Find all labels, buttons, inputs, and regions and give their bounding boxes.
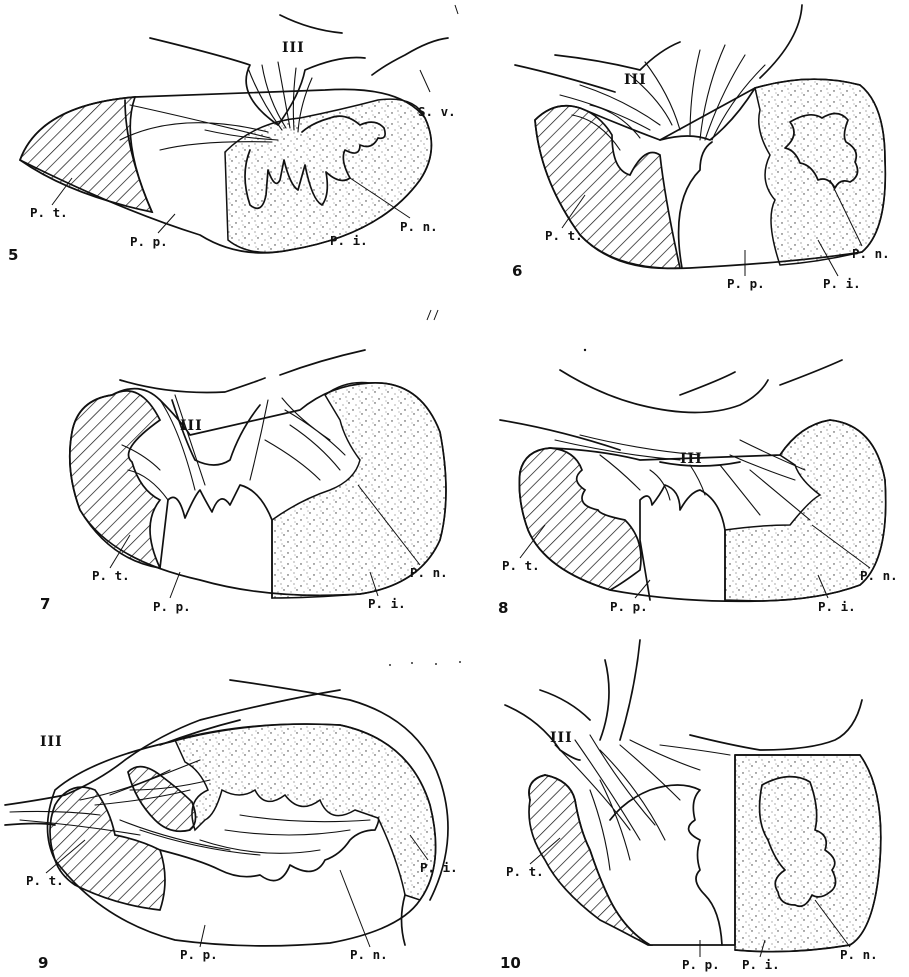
label-pi: P. i. <box>420 860 458 875</box>
label-pt: P. t. <box>26 873 64 888</box>
figure-number: 5 <box>8 246 18 264</box>
figure-9: III P. t. P. p. P. n. P. i. 9 <box>5 680 458 972</box>
pars-intermedia-region <box>755 79 885 265</box>
third-ventricle-wall <box>515 5 802 92</box>
label-pp: P. p. <box>180 947 218 962</box>
figure-number: 7 <box>40 595 50 613</box>
figure-6: III P. t. P. p. P. i. P. n. 6 <box>512 5 890 291</box>
label-pp: P. p. <box>610 599 648 614</box>
label-pn: P. n. <box>840 947 878 962</box>
label-pi: P. i. <box>368 596 406 611</box>
pars-tuberalis-region-upper <box>128 767 196 832</box>
figure-5: III S. v. P. t. P. p. P. i. P. n. 5 <box>8 15 456 264</box>
label-iii: III <box>624 72 647 88</box>
label-pp: P. p. <box>727 276 765 291</box>
figure-10: III P. t. P. p. P. i. P. n. 10 <box>500 640 881 972</box>
label-pn: P. n. <box>860 568 898 583</box>
label-pt: P. t. <box>502 558 540 573</box>
label-pn: P. n. <box>400 219 438 234</box>
label-iii: III <box>550 730 573 746</box>
label-pn: P. n. <box>852 246 890 261</box>
label-pp: P. p. <box>130 234 168 249</box>
pars-tuberalis-region <box>529 775 650 945</box>
label-pn: P. n. <box>350 947 388 962</box>
label-pp: P. p. <box>153 599 191 614</box>
label-pi: P. i. <box>823 276 861 291</box>
label-pt: P. t. <box>30 205 68 220</box>
third-ventricle-wall <box>120 350 365 465</box>
label-pp: P. p. <box>682 957 720 972</box>
label-pi: P. i. <box>330 233 368 248</box>
figure-8: III P. t. P. p. P. i. P. n. 8 <box>498 360 898 617</box>
label-iii: III <box>40 734 63 750</box>
pars-tuberalis-region <box>535 106 680 269</box>
pars-posterior-region <box>610 785 722 945</box>
label-iii: III <box>680 451 703 467</box>
pars-intermedia-region <box>735 755 881 952</box>
figure-number: 8 <box>498 599 508 617</box>
figure-number: 10 <box>500 954 521 972</box>
label-pi: P. i. <box>742 957 780 972</box>
label-pt: P. t. <box>92 568 130 583</box>
label-iii: III <box>180 418 203 434</box>
pars-intermedia-region <box>175 724 436 900</box>
label-pt: P. t. <box>506 864 544 879</box>
pars-posterior-outline <box>640 485 725 600</box>
figure-number: 6 <box>512 262 522 280</box>
pars-tuberalis-region <box>70 391 160 568</box>
label-pi: P. i. <box>818 599 856 614</box>
label-iii: III <box>282 40 305 56</box>
label-sv: S. v. <box>418 104 456 119</box>
label-pn: P. n. <box>410 565 448 580</box>
pars-nervosa-outline <box>160 818 405 945</box>
figure-7: III P. t. P. p. P. i. P. n. 7 <box>40 350 448 614</box>
figure-number: 9 <box>38 954 48 972</box>
label-pt: P. t. <box>545 228 583 243</box>
